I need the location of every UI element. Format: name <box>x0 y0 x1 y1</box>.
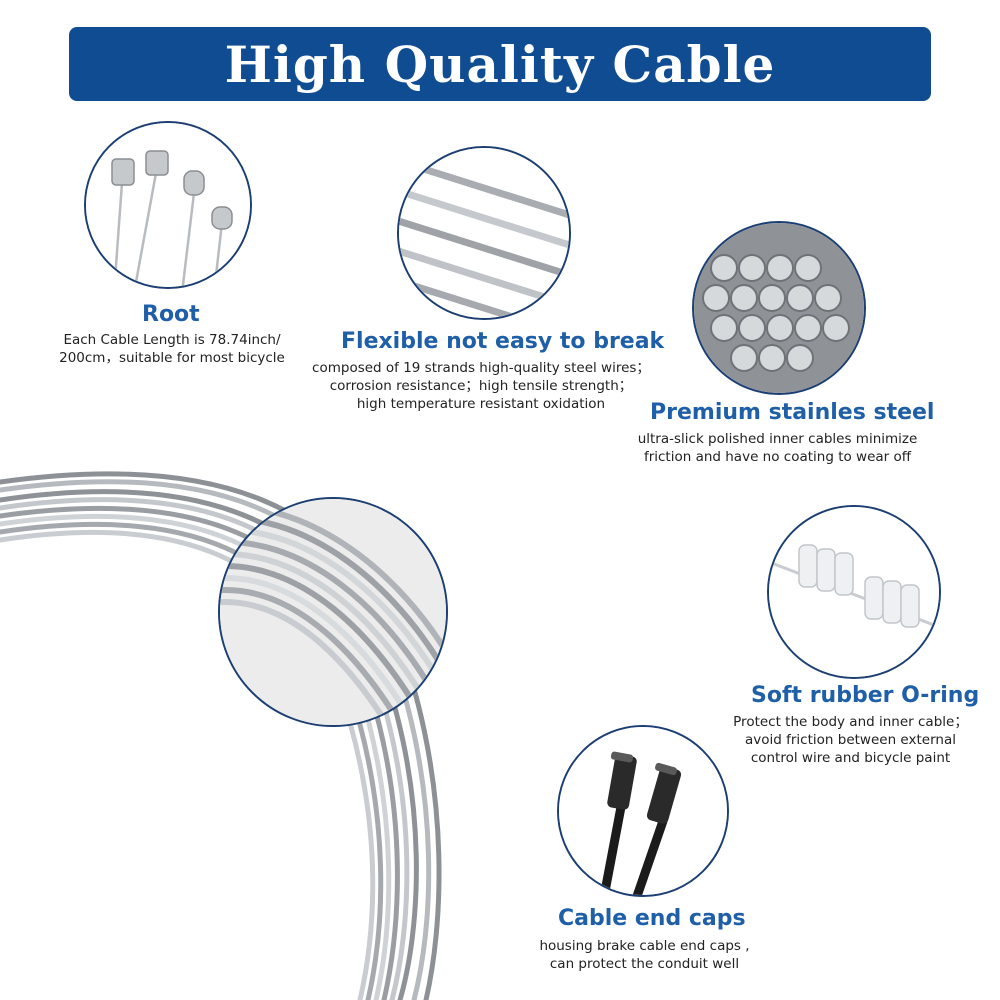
flexible-desc: composed of 19 strands high-quality stee… <box>312 360 650 412</box>
root-circle <box>84 121 252 289</box>
endcaps-title: Cable end caps <box>558 906 746 931</box>
endcaps-circle <box>557 725 729 897</box>
steel-desc: ultra-slick polished inner cables minimi… <box>637 431 918 465</box>
oring-title: Soft rubber O-ring <box>751 683 980 708</box>
coil-closeup-image <box>220 499 446 725</box>
steel-title: Premium stainles steel <box>650 400 935 425</box>
steel-strands-image <box>399 148 569 318</box>
root-desc: Each Cable Length is 78.74inch/ 200cm，su… <box>59 332 285 366</box>
rubber-oring-image <box>769 507 939 677</box>
oring-circle <box>767 505 941 679</box>
steel-circle <box>692 221 866 395</box>
steel-bundle-image <box>694 223 864 393</box>
header-banner: High Quality Cable <box>69 27 931 101</box>
flexible-circle <box>397 146 571 320</box>
cable-ends-image <box>86 123 250 287</box>
root-title: Root <box>142 302 200 327</box>
oring-desc: Protect the body and inner cable； avoid … <box>733 714 968 766</box>
page-title: High Quality Cable <box>224 34 776 94</box>
end-caps-image <box>559 727 727 895</box>
endcaps-desc: housing brake cable end caps , can prote… <box>539 938 750 972</box>
flexible-title: Flexible not easy to break <box>341 329 665 354</box>
coil-zoom-circle <box>218 497 448 727</box>
